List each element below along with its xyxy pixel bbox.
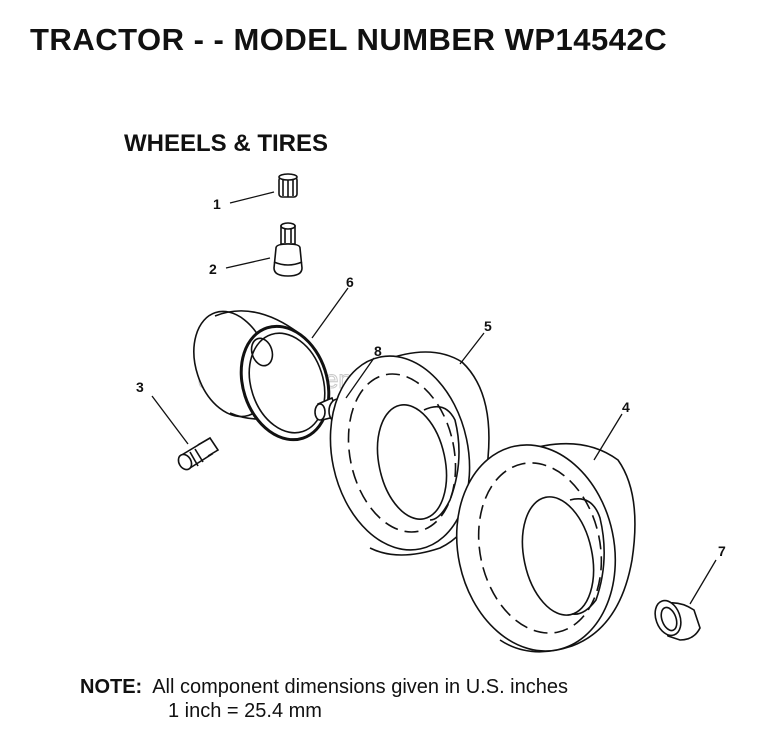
leader-line-8 [345,357,375,399]
callout-2: 2 [209,261,217,277]
callout-5: 5 [484,318,492,334]
front-tire-part[interactable] [313,343,490,563]
callout-8: 8 [374,343,382,359]
callout-7: 7 [718,543,726,559]
valve-cap-part[interactable] [278,173,298,198]
bolt-part[interactable] [176,436,220,472]
leader-line-5 [459,332,485,365]
callout-6: 6 [346,274,354,290]
wheel-rim-part[interactable] [181,302,343,452]
note-label: NOTE: [80,676,143,698]
rear-tire-part[interactable] [438,430,636,666]
leader-line-3 [151,395,189,445]
valve-stem-part[interactable] [273,222,303,277]
leader-line-4 [593,413,623,461]
callout-3: 3 [136,379,144,395]
page-title: TRACTOR - - MODEL NUMBER WP14542C [30,22,668,57]
leader-line-7 [689,559,717,605]
leader-line-2 [225,257,271,269]
note-line-2: 1 inch = 25.4 mm [168,700,322,722]
hub-cap-part[interactable] [651,597,701,641]
leader-line-1 [229,191,275,204]
section-title: WHEELS & TIRES [124,130,329,157]
dimension-note: NOTE: All component dimensions given in U… [80,676,568,698]
callout-1: 1 [213,196,221,212]
leader-line-6 [311,287,349,339]
callout-4: 4 [622,399,630,415]
note-line-1: All component dimensions given in U.S. i… [152,676,568,698]
